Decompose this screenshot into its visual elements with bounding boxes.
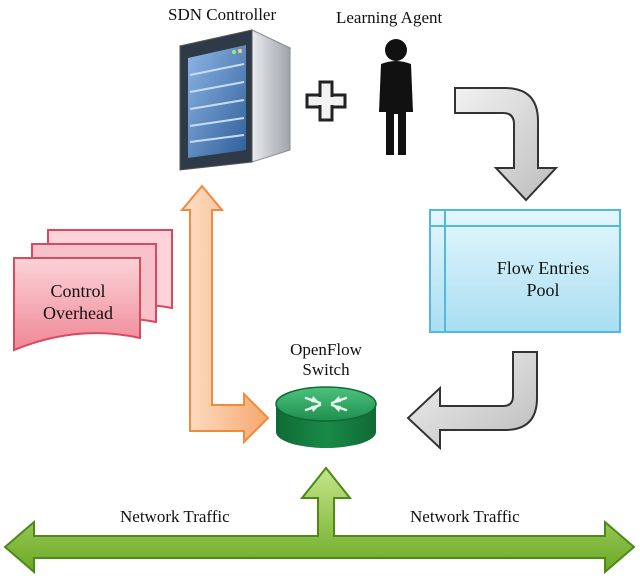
person-icon — [379, 39, 413, 155]
flow-entries-pool-label-line2: Pool — [526, 279, 560, 300]
flow-entries-pool-label-line1: Flow Entries — [496, 258, 590, 278]
control-overhead-label-line1: Control — [50, 281, 106, 301]
openflow-switch-label-line1: OpenFlow — [290, 340, 362, 359]
control-overhead-label: Control Overhead — [18, 281, 138, 324]
openflow-switch-label-line2: Switch — [302, 360, 350, 380]
plus-icon — [305, 80, 347, 122]
server-icon — [178, 29, 292, 171]
control-overhead-label-line2: Overhead — [43, 302, 113, 323]
router-icon — [275, 386, 377, 448]
control-channel-arrow — [179, 184, 270, 445]
learning-agent-label: Learning Agent — [336, 8, 443, 27]
network-traffic-arrow — [3, 466, 636, 575]
flow-entries-pool-label: Flow Entries Pool — [468, 258, 618, 301]
openflow-switch-label: OpenFlow Switch — [266, 340, 386, 381]
network-traffic-left-label: Network Traffic — [120, 507, 230, 526]
flow-entries-pool — [429, 209, 621, 333]
agent-to-pool-arrow — [454, 87, 559, 202]
network-traffic-right-label: Network Traffic — [410, 507, 520, 526]
pool-to-switch-arrow — [406, 351, 538, 451]
document-stack-icon — [13, 229, 173, 352]
sdn-controller-label: SDN Controller — [168, 5, 277, 24]
